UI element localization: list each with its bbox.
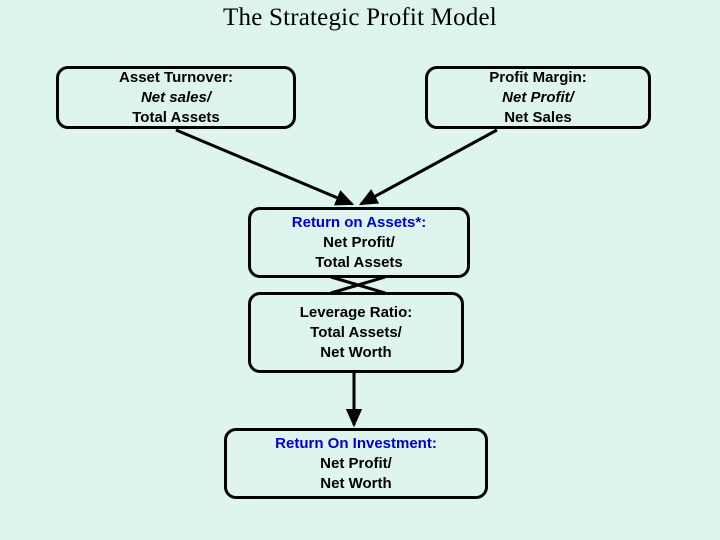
node-profit-margin-line3: Net Sales xyxy=(504,108,572,126)
connector-profit-margin-to-roa xyxy=(358,128,498,206)
node-leverage-ratio-line2: Total Assets/ xyxy=(310,323,402,341)
node-asset-turnover-line2: Net sales/ xyxy=(140,88,212,106)
node-asset-turnover-line1: Asset Turnover: xyxy=(119,68,233,86)
node-profit-margin-line1: Profit Margin: xyxy=(489,68,587,86)
node-return-on-assets-line3: Total Assets xyxy=(315,253,403,271)
node-return-on-assets-line2: Net Profit/ xyxy=(323,233,395,251)
node-return-on-investment-line1: Return On Investment: xyxy=(275,434,437,452)
node-leverage-ratio[interactable]: Leverage Ratio: Total Assets/ Net Worth xyxy=(248,292,464,373)
node-leverage-ratio-line3: Net Worth xyxy=(320,343,392,361)
node-asset-turnover[interactable]: Asset Turnover: Net sales/ Total Assets xyxy=(56,66,296,129)
node-return-on-investment-line3: Net Worth xyxy=(320,474,392,492)
node-profit-margin-line2: Net Profit/ xyxy=(502,88,574,106)
connector-roa-to-leverage-stroke-b xyxy=(330,275,386,295)
node-leverage-ratio-line1: Leverage Ratio: xyxy=(299,303,413,321)
node-return-on-assets-line1: Return on Assets*: xyxy=(291,213,427,231)
node-return-on-investment[interactable]: Return On Investment: Net Profit/ Net Wo… xyxy=(224,428,488,499)
node-return-on-investment-line2: Net Profit/ xyxy=(320,454,392,472)
connector-asset-turnover-to-roa xyxy=(175,128,355,206)
page-title: The Strategic Profit Model xyxy=(223,4,497,31)
connector-roa-to-leverage-stroke-a xyxy=(330,275,386,295)
node-return-on-assets[interactable]: Return on Assets*: Net Profit/ Total Ass… xyxy=(248,207,470,278)
node-profit-margin[interactable]: Profit Margin: Net Profit/ Net Sales xyxy=(425,66,651,129)
node-asset-turnover-line3: Total Assets xyxy=(132,108,220,126)
